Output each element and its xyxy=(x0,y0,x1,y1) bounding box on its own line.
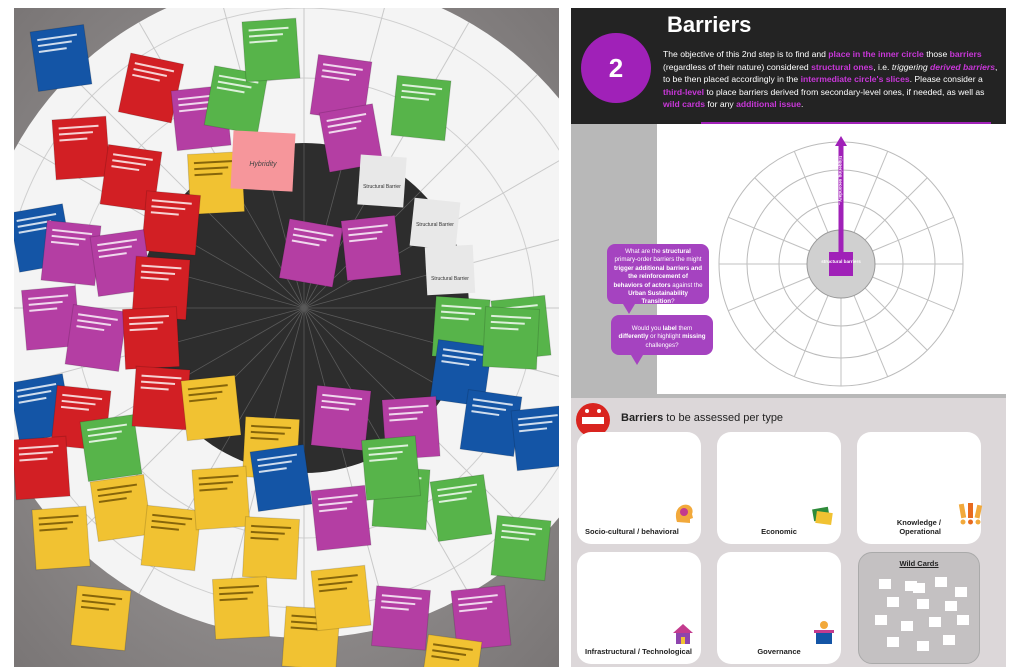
header-divider xyxy=(701,122,991,125)
structural-barrier-card: Structural Barrier xyxy=(357,154,407,208)
barrier-card xyxy=(14,435,71,501)
card-knowledge-operational[interactable]: Knowledge / Operational xyxy=(857,432,983,544)
card-wild-cards[interactable]: Wild Cards xyxy=(858,552,980,664)
wild-card-ticket xyxy=(943,635,955,645)
barrier-card xyxy=(510,404,559,472)
wild-card-ticket xyxy=(955,587,967,597)
wild-card-ticket xyxy=(905,581,917,591)
diagram-canvas: structural barriers triggering secondary… xyxy=(657,124,1006,394)
head-brain-icon xyxy=(675,504,693,523)
money-icon xyxy=(812,506,833,526)
barrier-card xyxy=(180,374,242,442)
board-photo: Structural Barrier Structural Barrier St… xyxy=(14,8,559,667)
bubble-tail xyxy=(623,304,635,314)
card-economic[interactable]: Economic xyxy=(717,432,841,544)
barrier-card xyxy=(490,514,552,582)
barrier-card xyxy=(140,504,202,572)
center-label: structural barriers xyxy=(821,259,861,264)
step-number-badge: 2 xyxy=(581,33,651,103)
barrier-card xyxy=(131,365,191,431)
house-icon xyxy=(673,624,693,644)
svg-text:Structural Barrier: Structural Barrier xyxy=(431,276,469,282)
wild-card-ticket xyxy=(913,583,925,593)
card-infrastructural[interactable]: Infrastructural / Technological xyxy=(577,552,701,664)
barrier-card xyxy=(140,190,202,256)
structural-barrier-card-2: Structural Barrier xyxy=(409,197,461,251)
wild-card-ticket xyxy=(887,637,899,647)
arrow-label: triggering secondary... xyxy=(838,156,843,205)
barrier-card xyxy=(64,303,128,373)
card-socio-cultural[interactable]: Socio-cultural / behavioral xyxy=(577,432,701,544)
barrier-card xyxy=(310,564,372,632)
question-bubble-label: Would you label them differently or high… xyxy=(611,315,713,355)
instruction-panel: 2 Barriers The objective of this 2nd ste… xyxy=(571,8,1006,667)
podium-speaker-icon xyxy=(814,621,834,644)
barrier-card xyxy=(79,413,143,483)
structural-barrier-card-3: Structural Barrier xyxy=(424,244,476,296)
barrier-card xyxy=(360,435,422,501)
svg-text:Structural Barrier: Structural Barrier xyxy=(363,184,401,190)
header: 2 Barriers The objective of this 2nd ste… xyxy=(571,8,1006,124)
wild-card-ticket xyxy=(917,599,929,609)
sticky-note: Hybridity xyxy=(230,130,296,192)
barrier-card xyxy=(70,584,132,652)
barrier-card xyxy=(191,465,251,531)
wild-card-ticket xyxy=(935,577,947,587)
intro-text: The objective of this 2nd step is to fin… xyxy=(663,49,998,110)
wild-card-ticket xyxy=(945,601,957,611)
barrier-card xyxy=(241,17,301,83)
barrier-card xyxy=(390,74,452,142)
wild-card-ticket xyxy=(901,621,913,631)
page-title: Barriers xyxy=(667,12,752,37)
wild-card-ticket xyxy=(957,615,969,625)
barrier-card xyxy=(340,214,402,282)
wild-card-ticket xyxy=(887,597,899,607)
wild-card-ticket xyxy=(929,617,941,627)
question-bubble-structural: What are the structural primary-order ba… xyxy=(607,244,709,305)
barrier-card xyxy=(29,23,93,93)
bubble-tail-2 xyxy=(631,355,643,365)
barrier-card xyxy=(278,218,344,288)
barrier-types-section: Barriers to be assessed per type Socio-c… xyxy=(571,398,1006,667)
card-governance[interactable]: Governance xyxy=(717,552,841,664)
section-title: Barriers to be assessed per type xyxy=(621,412,784,424)
svg-text:Structural Barrier: Structural Barrier xyxy=(416,222,454,228)
exclamation-icon xyxy=(958,503,983,525)
barrier-card xyxy=(450,584,512,652)
wild-card-ticket xyxy=(875,615,887,625)
barrier-card xyxy=(89,473,153,543)
barrier-card xyxy=(51,115,111,181)
barrier-card xyxy=(31,505,91,571)
wild-card-ticket xyxy=(879,579,891,589)
barrier-card xyxy=(211,576,271,640)
diagram-area: structural barriers triggering secondary… xyxy=(571,124,1006,398)
barrier-wheel: structural barriers triggering secondary… xyxy=(718,136,964,387)
svg-text:Hybridity: Hybridity xyxy=(249,161,277,168)
barrier-card xyxy=(370,585,432,651)
barrier-card xyxy=(429,473,493,543)
barrier-card xyxy=(310,484,372,552)
barrier-card xyxy=(249,443,313,513)
wild-card-ticket xyxy=(917,641,929,651)
board-illustration: Structural Barrier Structural Barrier St… xyxy=(14,8,559,667)
